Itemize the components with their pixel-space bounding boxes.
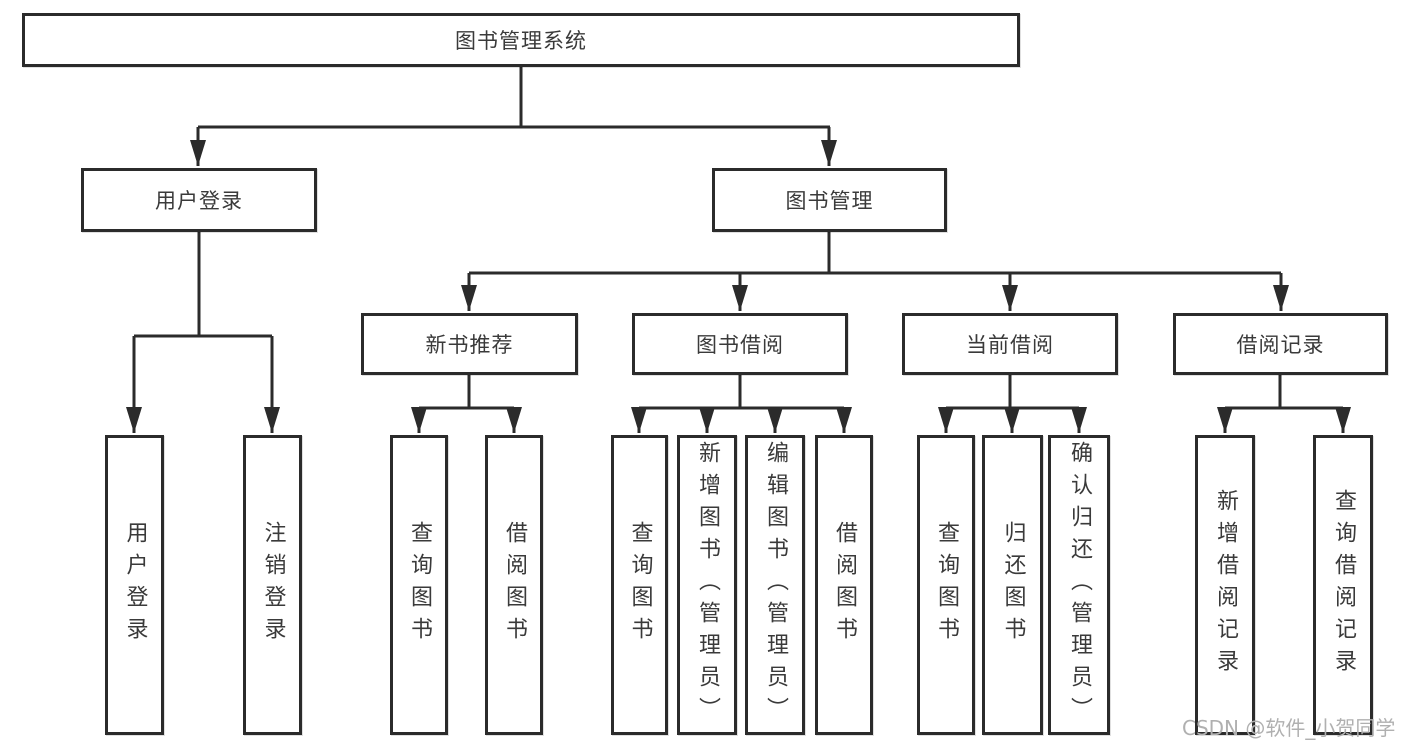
leaf-borrow-books-recommend: 借阅图书 <box>485 435 543 735</box>
leaf-edit-book-admin: 编辑图书（管理员） <box>745 435 805 735</box>
node-borrow-records: 借阅记录 <box>1173 313 1388 375</box>
leaf-add-book-admin: 新增图书（管理员） <box>677 435 737 735</box>
leaf-logout: 注销登录 <box>243 435 302 735</box>
leaf-query-books-borrow: 查询图书 <box>611 435 668 735</box>
leaf-query-books-recommend: 查询图书 <box>390 435 448 735</box>
node-root-system: 图书管理系统 <box>22 13 1020 67</box>
node-book-management: 图书管理 <box>712 168 947 232</box>
leaf-query-borrow-record: 查询借阅记录 <box>1313 435 1373 735</box>
leaf-query-books-current: 查询图书 <box>917 435 975 735</box>
leaf-confirm-return-admin: 确认归还（管理员） <box>1048 435 1110 735</box>
leaf-borrow-books: 借阅图书 <box>815 435 873 735</box>
leaf-add-borrow-record: 新增借阅记录 <box>1195 435 1255 735</box>
leaf-return-book: 归还图书 <box>982 435 1043 735</box>
node-book-borrow: 图书借阅 <box>632 313 848 375</box>
leaf-user-login: 用户登录 <box>105 435 164 735</box>
node-user-login: 用户登录 <box>81 168 317 232</box>
node-current-borrow: 当前借阅 <box>902 313 1118 375</box>
watermark: CSDN @软件_小贺同学 <box>1182 716 1396 740</box>
node-new-book-recommend: 新书推荐 <box>361 313 578 375</box>
